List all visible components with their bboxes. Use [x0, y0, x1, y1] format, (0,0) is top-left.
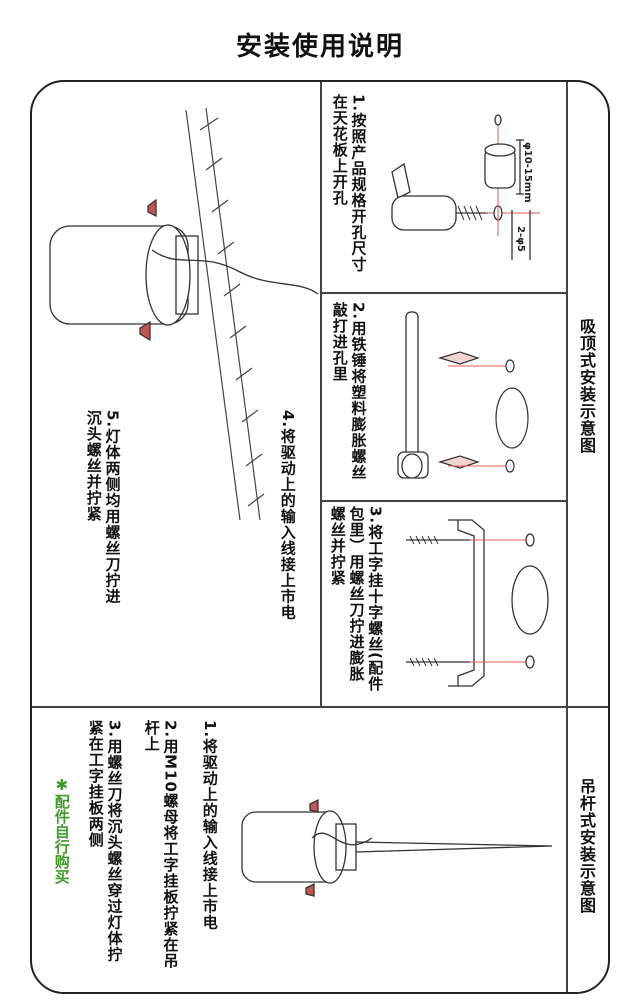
step2-step3-divider [320, 500, 566, 502]
ceiling-fixture [49, 198, 319, 342]
ceiling-steps-divider [320, 82, 322, 706]
instruction-frame [30, 80, 610, 994]
pendant-step2-text: 2.用M10螺母将工字挂板拧紧在吊杆上 [142, 720, 180, 969]
pendant-fixture [241, 798, 553, 897]
ceiling-step3-text: 3.将工字挂十字螺丝(配件包里）用螺丝刀拧进膨胀螺丝并拧紧 [328, 506, 385, 692]
section-divider [32, 706, 608, 708]
drill-illustration [391, 114, 540, 260]
ceiling-step4-text: 4.将驱动上的输入线接上市电 [278, 410, 297, 621]
ceiling-section-title: 吸顶式安装示意图 [577, 318, 596, 454]
ceiling-hatch [185, 107, 265, 521]
pendant-step3-text: 3.用螺丝刀将沉头螺丝穿过灯体拧紧在工字挂板两侧 [86, 720, 124, 963]
pendant-section-title: 吊杆式安装示意图 [577, 778, 596, 914]
step1-step2-divider [320, 292, 566, 294]
pendant-step1-text: 1.将驱动上的输入线接上市电 [200, 720, 219, 931]
ceiling-step2-text: 2.用铁锤将塑料膨胀螺丝敲打进孔里 [330, 302, 368, 481]
step1-dim-b: 2-φ5 [515, 226, 526, 252]
step1-dim-a: φ10-15mm [522, 142, 533, 203]
ceiling-step5-text: 5.灯体两侧均用螺丝刀拧进沉头螺丝并拧紧 [84, 410, 122, 605]
hammer-illustration [397, 311, 429, 479]
bracket-illustration [406, 519, 549, 687]
page-title: 安装使用说明 [235, 32, 404, 62]
section-title-divider [566, 82, 568, 992]
pendant-note-text: ✱配件自行购买 [52, 776, 71, 884]
anchor-illustration [437, 351, 529, 473]
ceiling-step1-text: 1.按照产品规格开孔尺寸在天花板上开孔 [330, 94, 368, 273]
